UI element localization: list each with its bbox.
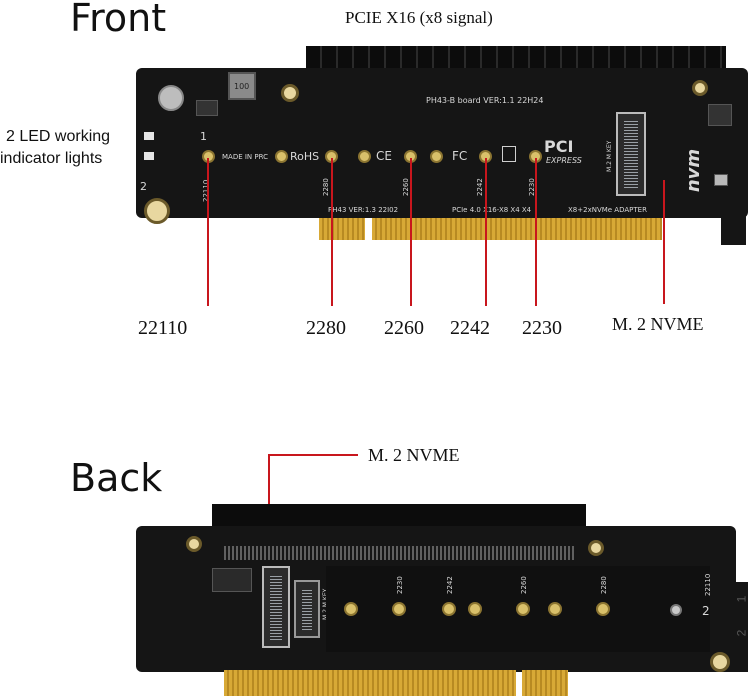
back-screw-top-left [186, 536, 202, 552]
back-heading: Back [70, 456, 163, 500]
back-hole-22110 [670, 604, 682, 616]
silk-2260: 2260 [402, 178, 410, 196]
front-right-bracket [721, 70, 746, 245]
back-m2-module [294, 580, 320, 638]
back-led-cluster [212, 568, 252, 592]
bottom-silk-3: X8+2xNVMe ADAPTER [568, 206, 647, 214]
back-m2-slot [262, 566, 290, 648]
weee-bin-icon [502, 146, 516, 162]
board-version-label: PH43-B board VER:1.1 22H24 [426, 96, 544, 105]
back-silk-2242: 2242 [446, 576, 454, 594]
led-number-2: 2 [140, 180, 147, 193]
front-gold-fingers-long [372, 218, 662, 240]
led-1 [144, 132, 154, 140]
leader-m2 [663, 180, 665, 304]
led-annotation-line-1: 2 LED working [6, 128, 111, 145]
leader-2230 [535, 158, 537, 306]
back-screw-top-right [588, 540, 604, 556]
led-annotation-line-2: indicator lights [0, 150, 103, 167]
front-mount-screw-top [281, 84, 299, 102]
back-board: M.2 M KEY 2230 2242 2260 2280 22110 2 1 … [136, 500, 748, 699]
length-label-2230: 2230 [522, 317, 562, 339]
regulator-chip [196, 100, 218, 116]
front-m2-key-label: M.2 M KEY [606, 140, 613, 172]
silk-2242: 2242 [476, 178, 484, 196]
back-silk-22110: 22110 [704, 573, 712, 596]
fc-mark: FC [452, 149, 468, 163]
back-gold-fingers-long [224, 670, 516, 696]
back-hole-3 [468, 602, 482, 616]
front-mount-screw-bottom [144, 198, 170, 224]
back-hole-2230 [392, 602, 406, 616]
front-heading: Front [70, 0, 167, 40]
bottom-silk-1: PH43 VER:1.3 22I02 [328, 206, 399, 214]
back-hole-2280 [596, 602, 610, 616]
m2-nvme-label-front: M. 2 NVME [612, 314, 704, 334]
silk-2280: 2280 [322, 178, 330, 196]
leader-2242 [485, 158, 487, 306]
inductor-label: 100 [234, 82, 250, 91]
back-num-2: 2 [702, 604, 710, 618]
back-side-num-2: 2 [734, 629, 749, 637]
led-number-1: 1 [200, 130, 207, 143]
back-side-num-1: 1 [734, 595, 749, 603]
made-in-label: MADE IN PRC [222, 153, 269, 161]
front-gold-fingers-short [319, 218, 365, 240]
hole-decor-1 [275, 150, 288, 163]
back-screw-bottom-right [710, 652, 730, 672]
length-label-2280: 2280 [306, 317, 346, 339]
ce-mark: CE [376, 149, 392, 163]
pcie-slot-title: PCIE X16 (x8 signal) [345, 8, 493, 27]
back-slot-pins-overlay [224, 546, 574, 560]
express-logo: EXPRESS [546, 156, 582, 165]
leader-2260 [410, 158, 412, 306]
back-hole-4 [548, 602, 562, 616]
leader-22110 [207, 158, 209, 306]
back-hole-1 [344, 602, 358, 616]
front-m2-slot [616, 112, 646, 196]
hole-decor-2 [358, 150, 371, 163]
back-silk-2230: 2230 [396, 576, 404, 594]
bottom-silk-2: PCIe 4.0 X16-X8 X4 X4 [452, 206, 532, 214]
leader-2280 [331, 158, 333, 306]
front-mount-screw-right [692, 80, 708, 96]
back-hole-2260 [516, 602, 530, 616]
right-chip-2 [714, 174, 728, 186]
capacitor-1 [158, 85, 184, 111]
length-label-2242: 2242 [450, 317, 490, 339]
right-chip-1 [708, 104, 732, 126]
back-hole-2242 [442, 602, 456, 616]
m2-nvme-label-back: M. 2 NVME [368, 445, 460, 465]
back-silk-2260: 2260 [520, 576, 528, 594]
back-leader-horizontal [268, 454, 358, 456]
led-2 [144, 152, 154, 160]
hole-decor-3 [430, 150, 443, 163]
back-gold-fingers-short [522, 670, 568, 696]
nvm-logo: nvm [683, 148, 705, 193]
inductor [228, 72, 256, 100]
back-silk-2280: 2280 [600, 576, 608, 594]
pci-logo: PCI [544, 137, 574, 156]
rohs-mark: RoHS [290, 150, 320, 163]
length-label-22110: 22110 [138, 317, 188, 339]
front-board: PH43-B board VER:1.1 22H24 100 1 2 MADE … [136, 40, 748, 245]
length-label-2260: 2260 [384, 317, 424, 339]
